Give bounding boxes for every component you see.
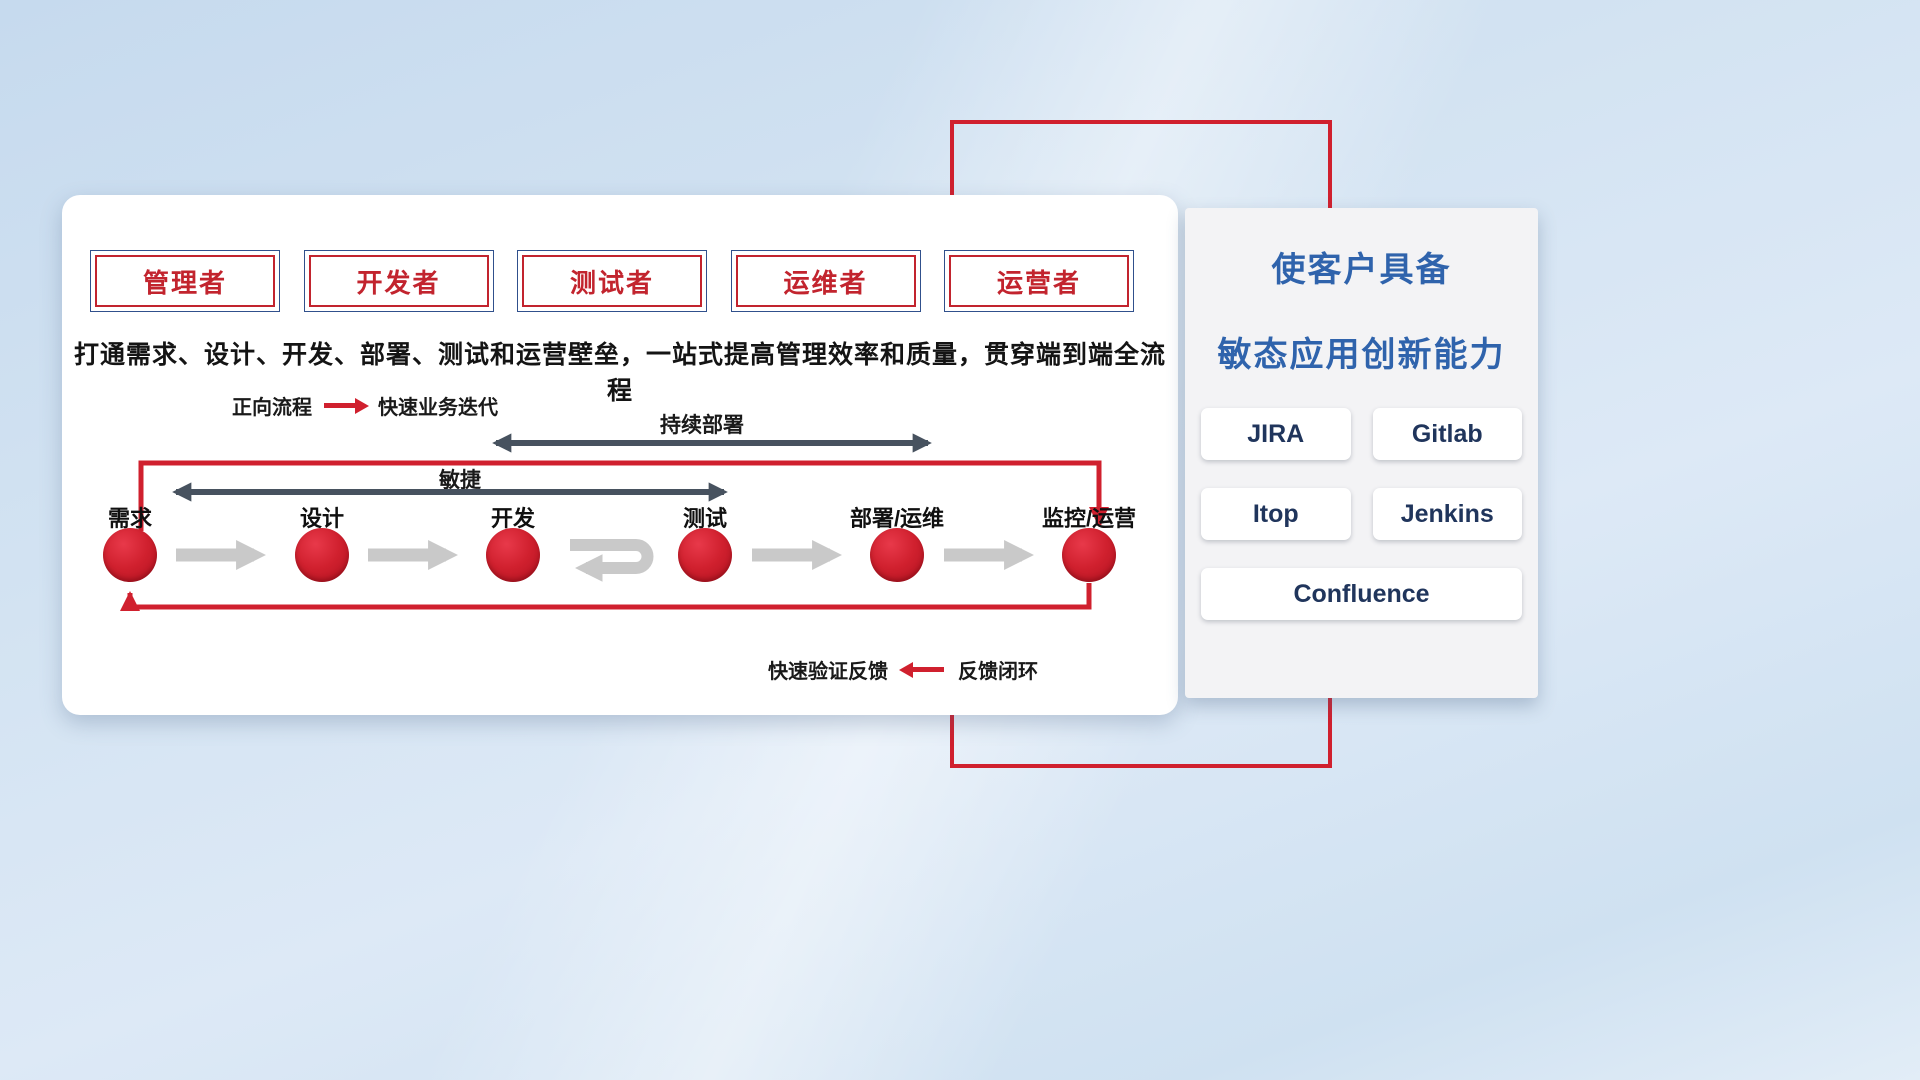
- devops-flow-panel: 管理者 开发者 测试者 运维者 运营者 打通需求、设计、开发、部署、测试和运营壁…: [62, 195, 1178, 715]
- flow-node-circle: [295, 528, 349, 582]
- flow-node-circle: [486, 528, 540, 582]
- feedback-loop-label: 反馈闭环: [958, 661, 1038, 683]
- role-box-operator: 运营者: [944, 250, 1134, 312]
- flow-node-circle: [678, 528, 732, 582]
- red-feedback-loop: [120, 583, 1092, 611]
- flow-node-label-deploy-ops: 部署/运维: [849, 506, 945, 531]
- continuous-deploy-label: 持续部署: [660, 414, 744, 437]
- tools-panel: 使客户具备 敏态应用创新能力 JIRA Gitlab Itop Jenkins …: [1185, 208, 1538, 698]
- flow-node-label-requirements: 需求: [107, 506, 152, 531]
- agile-label: 敏捷: [439, 469, 481, 492]
- forward-arrow-icon: [324, 397, 369, 414]
- role-box-tester: 测试者: [517, 250, 707, 312]
- flow-node-circle: [103, 528, 157, 582]
- forward-flow-desc: 快速业务迭代: [378, 397, 498, 419]
- flow-node-label-design: 设计: [299, 506, 344, 531]
- role-label: 运维者: [735, 255, 916, 307]
- tool-button-itop: Itop: [1201, 488, 1351, 540]
- tool-button-jenkins: Jenkins: [1372, 488, 1522, 540]
- role-box-manager: 管理者: [90, 250, 280, 312]
- tool-button-confluence: Confluence: [1201, 568, 1522, 620]
- role-label: 管理者: [95, 255, 275, 307]
- role-box-developer: 开发者: [303, 250, 494, 312]
- role-label: 运营者: [949, 255, 1129, 307]
- tools-grid: JIRA Gitlab Itop Jenkins Confluence: [1185, 408, 1538, 620]
- role-box-ops: 运维者: [730, 250, 921, 312]
- feedback-arrow-icon: [899, 661, 944, 678]
- roles-row: 管理者 开发者 测试者 运维者 运营者: [90, 250, 1134, 312]
- flow-node-circle: [1062, 528, 1116, 582]
- forward-flow-label: 正向流程: [232, 397, 312, 419]
- forward-flow-legend: 正向流程 快速业务迭代: [232, 391, 498, 420]
- role-label: 测试者: [522, 255, 702, 307]
- flow-node-label-develop: 开发: [490, 506, 535, 531]
- tools-panel-title-line1: 使客户具备: [1271, 251, 1452, 289]
- dev-test-uturn-arrow: [570, 539, 654, 582]
- feedback-desc: 快速验证反馈: [768, 661, 888, 683]
- feedback-legend: 快速验证反馈 反馈闭环: [768, 655, 1038, 684]
- flow-node-circle: [870, 528, 924, 582]
- flow-subtitle: 打通需求、设计、开发、部署、测试和运营壁垒，一站式提高管理效率和质量，贯穿端到端…: [73, 341, 1166, 405]
- flow-node-label-test: 测试: [682, 506, 727, 531]
- flow-node-label-monitor-operate: 监控/运营: [1041, 506, 1137, 531]
- tool-button-jira: JIRA: [1201, 408, 1351, 460]
- tools-panel-title-line2: 敏态应用创新能力: [1217, 336, 1506, 374]
- tool-button-gitlab: Gitlab: [1372, 408, 1522, 460]
- role-label: 开发者: [308, 255, 489, 307]
